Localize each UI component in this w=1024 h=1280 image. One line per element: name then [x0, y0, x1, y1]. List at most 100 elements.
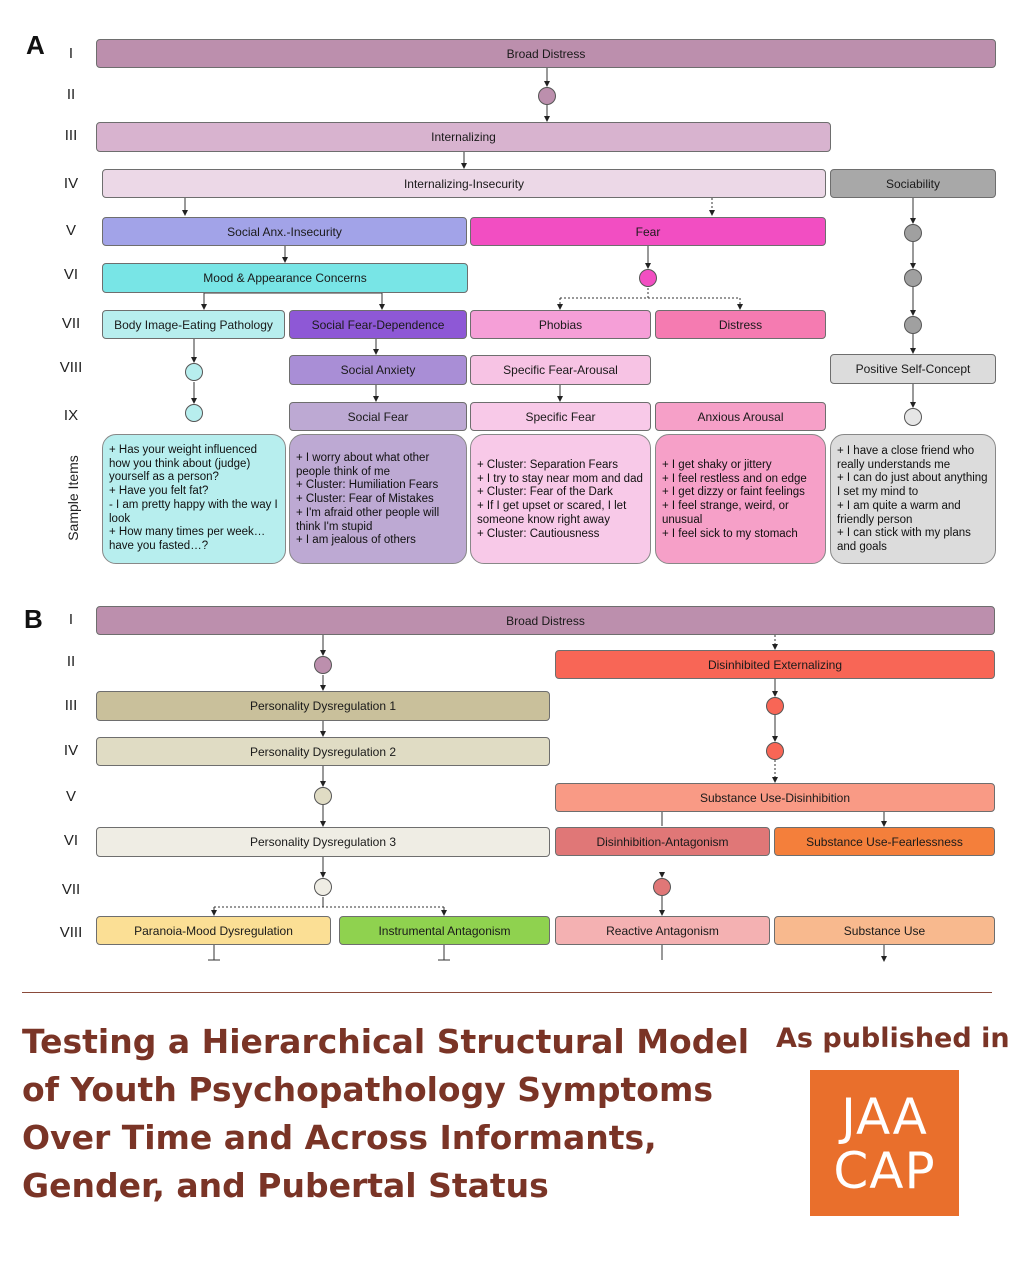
- node-latent-circle: [185, 404, 203, 422]
- sample-item-line: I set my mind to: [837, 486, 919, 499]
- sample-items-social-fear: + I worry about what other people think …: [289, 434, 467, 564]
- node-internalizing: Internalizing: [96, 122, 831, 152]
- node-phobias: Phobias: [470, 310, 651, 339]
- level-label: I: [68, 611, 74, 628]
- panel-label-a: A: [26, 30, 45, 60]
- article-title: Testing a Hierarchical Structural Model …: [22, 1022, 750, 1205]
- node-personality-dysregulation-1: Personality Dysregulation 1: [96, 691, 550, 721]
- sample-items-specific-fear: + Cluster: Separation Fears + I try to s…: [470, 434, 651, 564]
- node-latent-circle: [904, 224, 922, 242]
- node-broad-distress-b: Broad Distress: [96, 606, 995, 635]
- node-latent-circle: [904, 316, 922, 334]
- sample-item-line: + I feel restless and on edge: [662, 472, 807, 485]
- sample-item-line: + I feel strange, weird, or: [662, 500, 789, 513]
- level-label: IV: [63, 742, 79, 759]
- connector-arrows: [182, 68, 916, 962]
- node-internalizing-insecurity: Internalizing-Insecurity: [102, 169, 826, 198]
- divider-line: [22, 992, 992, 993]
- level-label: III: [64, 697, 78, 714]
- level-label: VI: [63, 266, 79, 283]
- node-social-fear: Social Fear: [289, 402, 467, 431]
- node-latent-circle: [639, 269, 657, 287]
- node-anxious-arousal: Anxious Arousal: [655, 402, 826, 431]
- node-latent-circle: [538, 87, 556, 105]
- node-substance-use-fearlessness: Substance Use-Fearlessness: [774, 827, 995, 856]
- sample-item-line: how you think about (judge): [109, 457, 251, 470]
- sample-item-line: think I'm stupid: [296, 520, 373, 533]
- level-label: VIII: [59, 359, 83, 376]
- sample-item-line: + Cluster: Cautiousness: [477, 527, 600, 540]
- node-latent-circle: [904, 269, 922, 287]
- sample-item-line: - I am pretty happy with the way I: [109, 498, 278, 511]
- sample-items-anxious-arousal: + I get shaky or jittery + I feel restle…: [655, 434, 826, 564]
- sample-item-line: + Cluster: Fear of Mistakes: [296, 493, 434, 506]
- sample-items-body-image: + Has your weight influenced how you thi…: [102, 434, 286, 564]
- level-label: IV: [63, 175, 79, 192]
- node-distress: Distress: [655, 310, 826, 339]
- sample-item-line: + I am quite a warm and: [837, 499, 961, 512]
- jaacap-logo: JAA CAP: [810, 1070, 959, 1216]
- node-latent-circle: [766, 697, 784, 715]
- node-social-anxiety: Social Anxiety: [289, 355, 467, 385]
- node-personality-dysregulation-3: Personality Dysregulation 3: [96, 827, 550, 857]
- sample-item-line: + If I get upset or scared, I let: [477, 500, 627, 513]
- sample-item-line: + How many times per week…: [109, 526, 266, 539]
- sample-item-line: look: [109, 512, 131, 525]
- published-in-label: As published in: [776, 1023, 1010, 1054]
- sample-item-line: + I feel sick to my stomach: [662, 527, 798, 540]
- node-latent-circle: [766, 742, 784, 760]
- node-latent-circle: [904, 408, 922, 426]
- panel-label-b: B: [24, 604, 43, 634]
- node-fear: Fear: [470, 217, 826, 246]
- node-specific-fear-arousal: Specific Fear-Arousal: [470, 355, 651, 385]
- level-label: III: [64, 127, 78, 144]
- node-substance-use-disinhibition: Substance Use-Disinhibition: [555, 783, 995, 812]
- level-label: VI: [63, 832, 79, 849]
- node-reactive-antagonism: Reactive Antagonism: [555, 916, 770, 945]
- sample-item-line: + I get shaky or jittery: [662, 459, 772, 471]
- node-positive-self-concept: Positive Self-Concept: [830, 354, 996, 384]
- sample-item-line: + I am jealous of others: [296, 534, 416, 547]
- node-latent-circle: [314, 656, 332, 674]
- sample-item-line: friendly person: [837, 513, 913, 526]
- sample-item-line: + Cluster: Fear of the Dark: [477, 486, 613, 499]
- node-latent-circle: [314, 787, 332, 805]
- logo-line-1: JAA: [841, 1088, 928, 1146]
- sample-item-line: someone know right away: [477, 513, 610, 526]
- node-broad-distress-a: Broad Distress: [96, 39, 996, 68]
- level-label: V: [65, 788, 76, 805]
- level-label: IX: [63, 407, 79, 424]
- node-sociability: Sociability: [830, 169, 996, 198]
- level-label: VII: [61, 881, 81, 898]
- sample-item-line: + Have you felt fat?: [109, 485, 209, 498]
- sample-items-positive-self: + I have a close friend who really under…: [830, 434, 996, 564]
- sample-item-line: unusual: [662, 513, 703, 526]
- sample-item-line: + I have a close friend who: [837, 445, 975, 457]
- sample-item-line: + Cluster: Humiliation Fears: [296, 479, 439, 492]
- sample-item-line: + Cluster: Separation Fears: [477, 459, 618, 471]
- level-label: II: [66, 653, 76, 670]
- sample-item-line: people think of me: [296, 465, 390, 478]
- node-latent-circle: [185, 363, 203, 381]
- node-latent-circle: [653, 878, 671, 896]
- sample-item-line: really understands me: [837, 458, 951, 471]
- sample-item-line: + I worry about what other: [296, 452, 430, 464]
- sample-item-line: have you fasted…?: [109, 539, 209, 552]
- node-personality-dysregulation-2: Personality Dysregulation 2: [96, 737, 550, 766]
- level-label: VII: [61, 315, 81, 332]
- node-specific-fear: Specific Fear: [470, 402, 651, 431]
- node-paranoia-mood-dysregulation: Paranoia-Mood Dysregulation: [96, 916, 331, 945]
- sample-item-line: + I can stick with my plans: [837, 527, 971, 540]
- node-latent-circle: [314, 878, 332, 896]
- level-label: V: [65, 222, 76, 239]
- sample-item-line: and goals: [837, 540, 887, 553]
- logo-line-2: CAP: [833, 1142, 936, 1200]
- sample-item-line: + I try to stay near mom and dad: [477, 472, 643, 485]
- node-body-image: Body Image-Eating Pathology: [102, 310, 285, 339]
- node-disinhibited-externalizing: Disinhibited Externalizing: [555, 650, 995, 679]
- level-label: I: [68, 45, 74, 62]
- node-disinhibition-antagonism: Disinhibition-Antagonism: [555, 827, 770, 856]
- node-mood-appearance: Mood & Appearance Concerns: [102, 263, 468, 293]
- level-label: VIII: [59, 924, 83, 941]
- node-social-anx-insecurity: Social Anx.-Insecurity: [102, 217, 467, 246]
